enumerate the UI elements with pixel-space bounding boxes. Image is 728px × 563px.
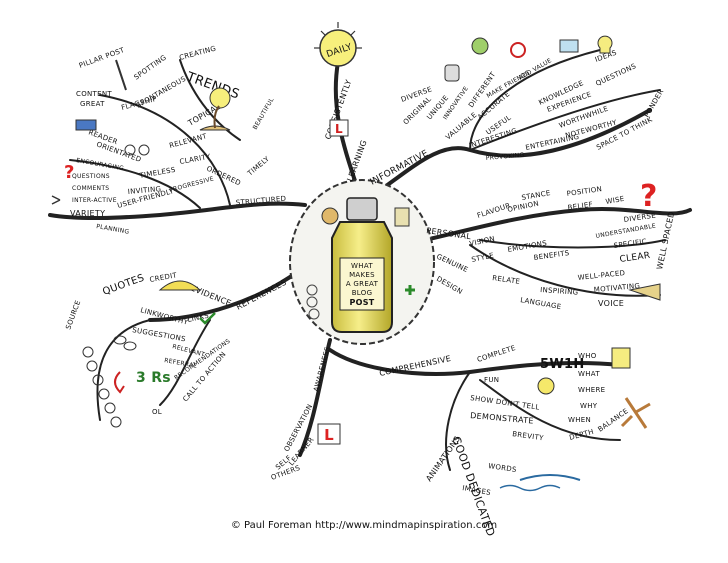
references-word-8: SUGGESTIONS — [132, 326, 187, 343]
credit-line: © Paul Foreman http://www.mindmapinspira… — [0, 520, 728, 531]
personal-word-12: UNDERSTANDABLE — [595, 222, 656, 240]
globe-icon — [472, 38, 488, 54]
personal-word-4: POSITION — [566, 185, 603, 198]
structured-word-14: CLARITY — [179, 153, 212, 166]
center-line-3: A GREAT — [346, 280, 379, 288]
references-word-3: QUOTES — [101, 273, 146, 298]
personal-word-7: WISE — [605, 195, 625, 206]
smiley-icon — [538, 378, 554, 394]
wave-icon — [500, 486, 560, 491]
central-image: WHAT MAKES A GREAT BLOG POST — [290, 180, 434, 344]
comprehensive-word-12: BREVITY — [512, 430, 545, 442]
structured-word-21: COMMENTS — [72, 185, 109, 192]
structured-word-12: BEAUTIFUL — [252, 96, 276, 131]
comprehensive-word-11: DEMONSTRATE — [470, 411, 534, 426]
personal-word-14: BENEFITS — [533, 249, 570, 262]
jar-icon — [445, 65, 459, 81]
personal-word-13: GENUINE — [435, 253, 469, 275]
references-word-1: REFERENCES — [235, 278, 288, 312]
book-icon — [395, 208, 409, 226]
structured-word-26: VARIETY — [70, 209, 105, 218]
personal-word-15: SPECIFIC — [613, 237, 647, 250]
comprehensive-word-9: FUN — [484, 376, 499, 384]
observation-word-2: AWARENESS — [312, 346, 332, 393]
personal-word-21: MOTIVATING — [593, 282, 640, 294]
center-line-1: WHAT — [351, 262, 373, 270]
comprehensive-word-8: WHEN — [568, 416, 591, 424]
no-entry-icon — [511, 43, 525, 57]
comprehensive-word-14: BALANCE — [597, 407, 630, 434]
arrow-icon — [115, 372, 124, 392]
structured-word-2: SPOTTING — [133, 53, 168, 81]
personal-word-8: VISION — [469, 235, 496, 248]
center-line-5: POST — [349, 298, 374, 307]
swimmer-icon — [520, 475, 580, 480]
personal-word-2: FLAVOUR — [476, 202, 511, 220]
references-word-14: OL — [152, 408, 162, 416]
personal-word-5: OPINION — [507, 199, 540, 213]
structured-word-11: TIMELY — [245, 155, 271, 179]
comprehensive-word-4: WHO — [578, 352, 597, 360]
comprehensive-word-13: DEPTH — [568, 428, 594, 442]
references-word-6: LINKWORTHY — [139, 306, 189, 327]
svg-text:?: ? — [640, 179, 658, 214]
personal-word-18: WELL-PACED — [577, 269, 625, 282]
personal-word-11: EMOTIONS — [507, 239, 548, 254]
coin-icon — [322, 208, 338, 224]
learner-plate-icon: L — [330, 120, 348, 136]
books-icon — [76, 120, 96, 130]
sun-icon — [314, 22, 362, 66]
arrows-icon — [52, 196, 60, 204]
structured-words: STRUCTURED SPOTTING CREATING TRENDS SPON… — [70, 44, 287, 235]
svg-text:L: L — [324, 426, 334, 444]
personal-word-22: LANGUAGE — [520, 296, 562, 311]
observation-words: OBSERVATION AWARENESS SELF OTHERS LEARNE… — [270, 346, 332, 482]
structured-word-18: TIMELESS — [138, 166, 176, 180]
structured-word-7: CONTENT — [76, 90, 112, 98]
personal-word-10: STYLE — [471, 251, 495, 264]
personal-word-20: INSPIRING — [540, 286, 579, 297]
center-line-2: MAKES — [349, 271, 375, 279]
quill-icon — [116, 60, 126, 90]
center-line-4: BLOG — [352, 289, 373, 297]
laptop-icon — [560, 40, 578, 52]
comprehensive-word-17: WORDS — [488, 462, 518, 474]
personal-word-23: VOICE — [598, 299, 624, 308]
question-mark-icon: ? — [640, 179, 658, 214]
comprehensive-word-10: SHOW DON'T TELL — [470, 394, 540, 412]
link-icon — [114, 336, 126, 344]
lightbulb-icon — [598, 36, 612, 53]
learner-plate-icon-2: L — [318, 424, 340, 444]
structured-word-8: GREAT — [80, 100, 105, 108]
structured-word-27: PLANNING — [96, 223, 130, 236]
sun-small-icon — [210, 88, 230, 108]
structured-word-23: PROGRESSIVE — [169, 175, 215, 194]
personal-word-16: CLEAR — [619, 251, 651, 265]
hat-icon — [160, 281, 200, 290]
structured-word-15: ORIENTATED — [95, 140, 142, 164]
structured-word-24: INTER-ACTIVE — [72, 197, 117, 204]
structured-word-17: ENCOURAGING — [76, 157, 125, 172]
comprehensive-word-6: WHERE — [578, 386, 605, 394]
personal-word-19: DESIGN — [435, 275, 464, 296]
svg-text:L: L — [335, 122, 343, 136]
informative-word-8: ADD VALUE — [518, 57, 554, 82]
comprehensive-word-5: WHAT — [578, 370, 600, 378]
comprehensive-word-2: COMPLETE — [476, 344, 517, 364]
references-word-13: 3 Rs — [136, 370, 171, 386]
structured-word-3: CREATING — [178, 44, 217, 62]
glasses-icon-2 — [139, 145, 149, 155]
bottle-cap — [347, 198, 377, 220]
informative-word-14: QUESTIONS — [594, 62, 637, 88]
note-icon — [612, 348, 630, 368]
personal-word-17: RELATE — [492, 274, 521, 286]
comprehensive-word-7: WHY — [580, 402, 598, 410]
link-icon-2 — [124, 342, 136, 350]
informative-word-1: INFORMATIVE — [369, 149, 431, 188]
references-word-5: SOURCE — [64, 299, 82, 331]
structured-word-20: QUESTIONS — [72, 173, 110, 180]
question-mark-icon-left: ? — [64, 162, 75, 183]
